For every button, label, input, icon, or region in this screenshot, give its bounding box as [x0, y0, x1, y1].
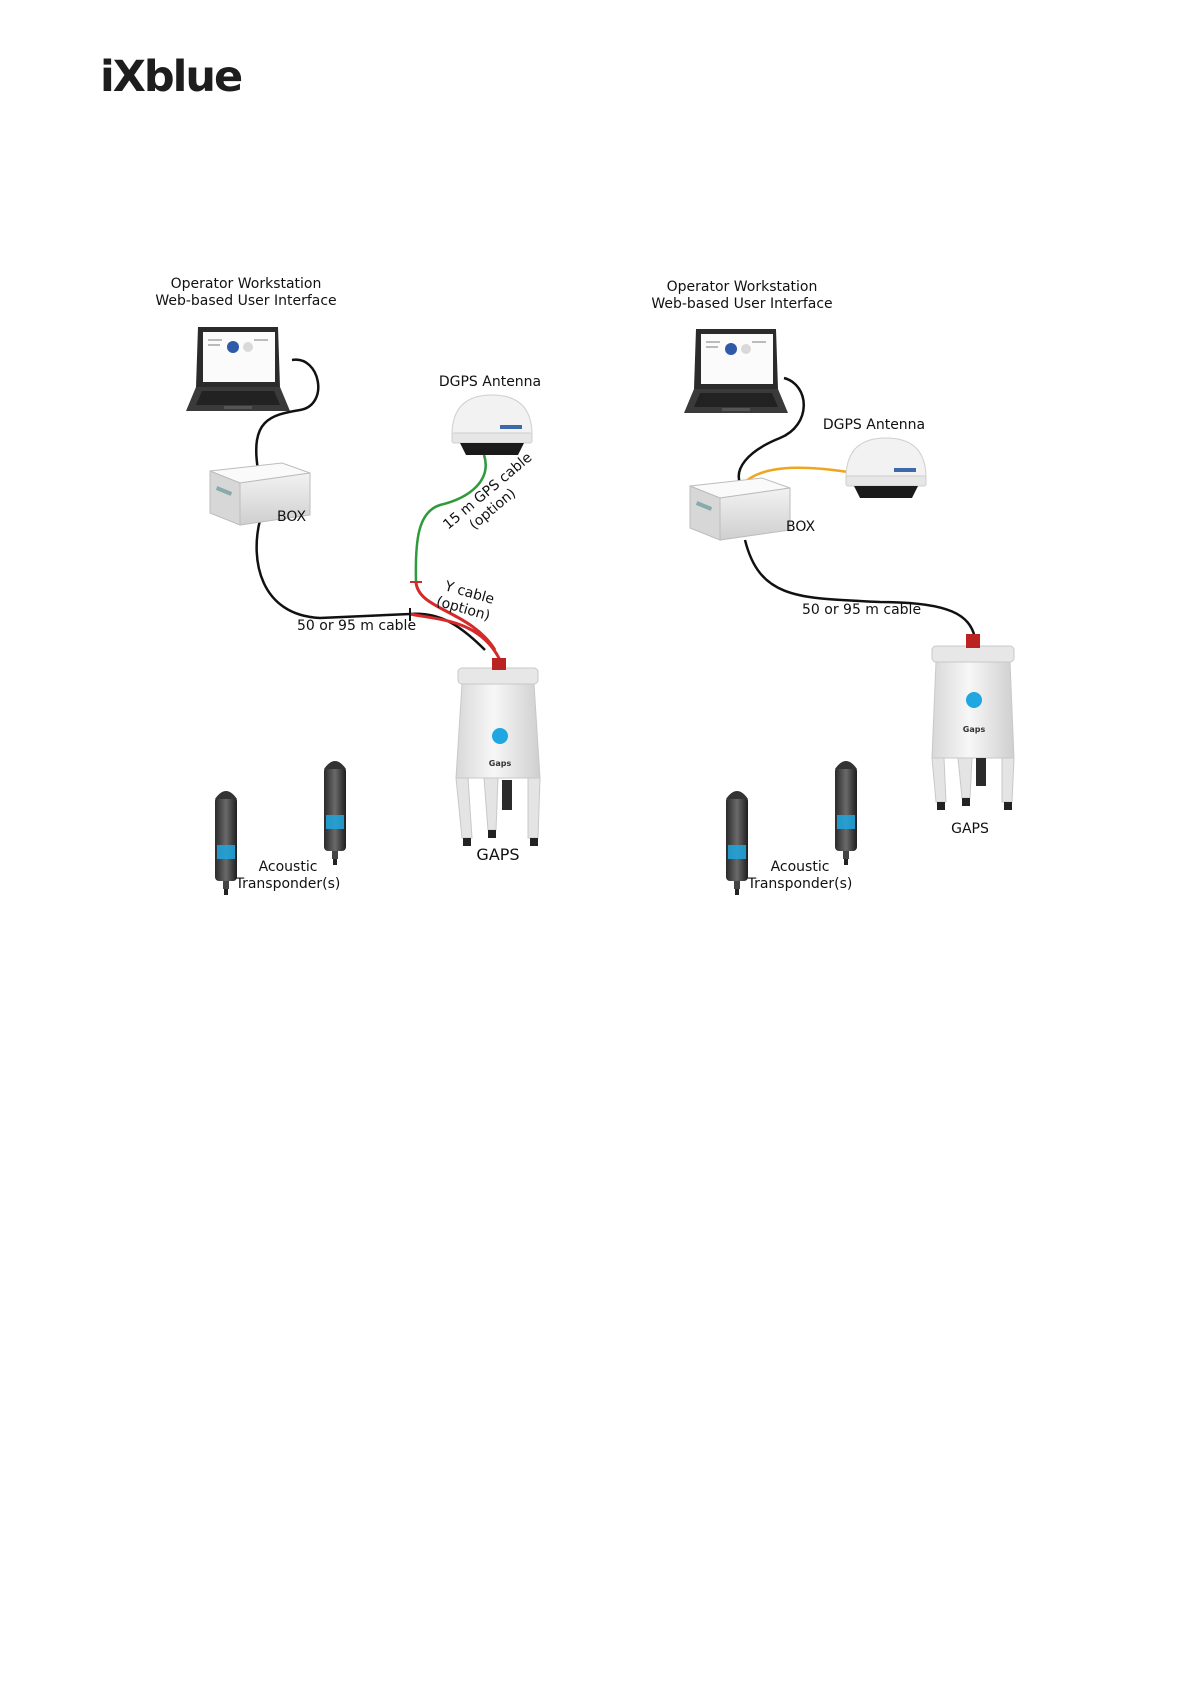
right-antenna-label: DGPS Antenna [823, 417, 925, 433]
right-gaps-device: Gaps [932, 634, 1014, 810]
left-gaps-brand: Gaps [489, 759, 512, 768]
left-transponder-sublabel: Transponder(s) [235, 876, 341, 892]
left-gaps-label: GAPS [476, 845, 519, 864]
right-box-label: BOX [786, 519, 815, 535]
right-main-cable-label: 50 or 95 m cable [802, 602, 921, 618]
left-transponder-2 [324, 761, 346, 865]
left-main-cable-label: 50 or 95 m cable [297, 618, 416, 634]
left-diagram: Gaps Operator Workstation Web-based User… [155, 276, 546, 895]
right-diagram: Gaps Operator Workstation Web-based User… [651, 279, 1014, 895]
left-workstation-title: Operator Workstation [171, 276, 322, 292]
right-transponder-1 [726, 791, 748, 895]
right-box [690, 478, 790, 540]
left-laptop [186, 327, 290, 411]
right-transponder-2 [835, 761, 857, 865]
right-dgps-antenna [846, 438, 926, 498]
right-workstation-subtitle: Web-based User Interface [651, 296, 832, 312]
left-transponder-1 [215, 791, 237, 895]
right-laptop [684, 329, 788, 413]
left-transponder-label: Acoustic [259, 859, 318, 875]
right-main-cable [745, 540, 975, 638]
left-dgps-antenna [452, 395, 532, 455]
left-workstation-subtitle: Web-based User Interface [155, 293, 336, 309]
left-antenna-label: DGPS Antenna [439, 374, 541, 390]
right-gaps-label: GAPS [951, 821, 989, 837]
right-transponder-label: Acoustic [771, 859, 830, 875]
right-transponder-sublabel: Transponder(s) [747, 876, 853, 892]
right-gaps-brand: Gaps [963, 725, 986, 734]
left-gaps-device: Gaps [456, 658, 540, 846]
right-workstation-title: Operator Workstation [667, 279, 818, 295]
left-box-label: BOX [277, 509, 306, 525]
